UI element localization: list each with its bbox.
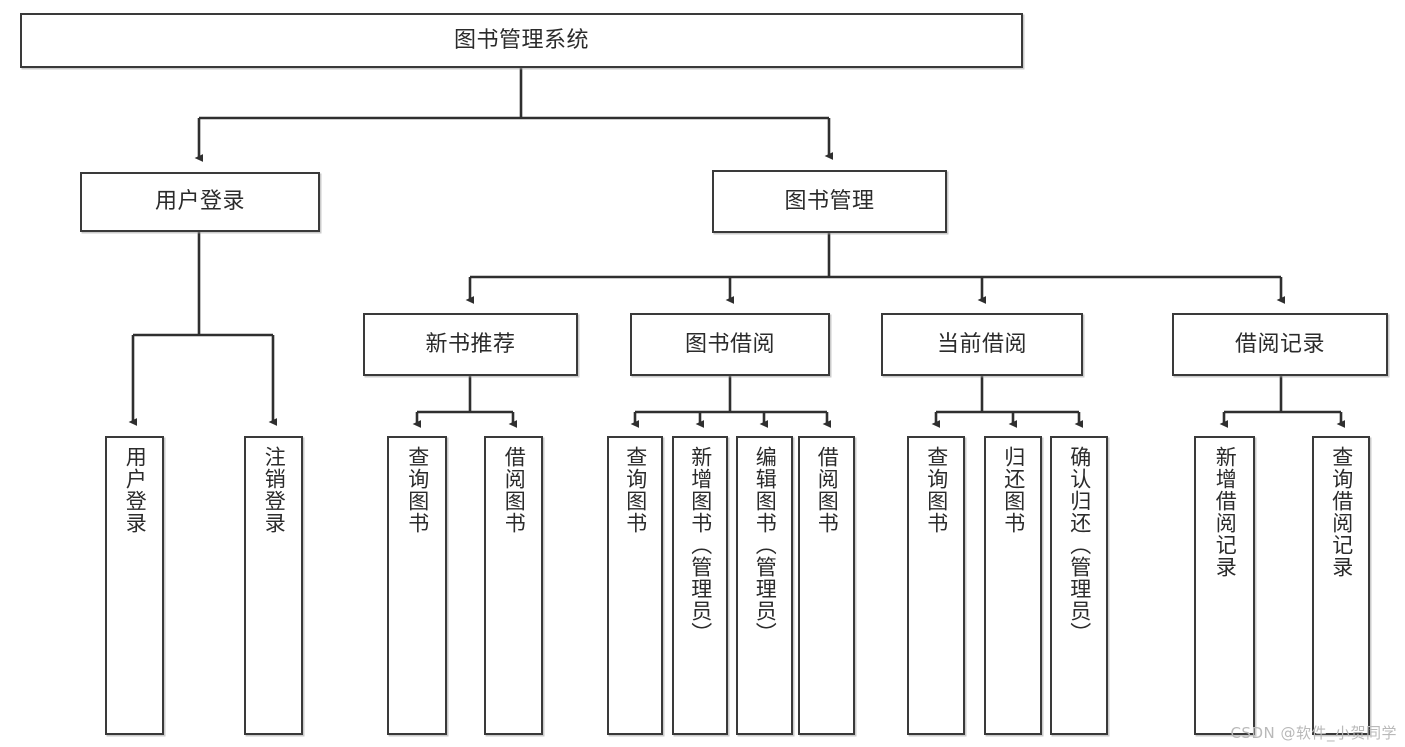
node-label: 查询借阅记录 (1329, 446, 1354, 578)
node-label: 注销登录 (262, 446, 287, 534)
node-new-book-recommend[interactable]: 新书推荐 (363, 313, 578, 376)
node-borrow-record[interactable]: 借阅记录 (1172, 313, 1388, 376)
node-label: 用户登录 (154, 189, 245, 215)
node-label: 确认归还（管理员） (1067, 446, 1092, 644)
node-leaf-query-borrow-record[interactable]: 查询借阅记录 (1312, 436, 1370, 735)
node-label: 新增图书（管理员） (688, 446, 713, 644)
node-leaf-edit-book[interactable]: 编辑图书（管理员） (736, 436, 793, 735)
node-label: 图书管理系统 (453, 27, 589, 53)
node-label: 借阅图书 (502, 446, 527, 534)
node-leaf-borrow-book-recommend[interactable]: 借阅图书 (484, 436, 543, 735)
node-label: 图书借阅 (684, 331, 775, 357)
node-label: 查询图书 (405, 446, 430, 534)
node-book-borrow[interactable]: 图书借阅 (630, 313, 830, 376)
node-leaf-add-book[interactable]: 新增图书（管理员） (672, 436, 728, 735)
node-leaf-query-book-borrow[interactable]: 查询图书 (607, 436, 663, 735)
node-leaf-query-book-recommend[interactable]: 查询图书 (387, 436, 447, 735)
node-label: 当前借阅 (936, 331, 1027, 357)
node-leaf-logout[interactable]: 注销登录 (244, 436, 303, 735)
node-label: 新增借阅记录 (1213, 446, 1238, 578)
node-label: 借阅记录 (1234, 331, 1325, 357)
node-leaf-add-borrow-record[interactable]: 新增借阅记录 (1194, 436, 1255, 735)
node-label: 借阅图书 (815, 446, 840, 534)
node-leaf-user-login[interactable]: 用户登录 (105, 436, 164, 735)
node-leaf-return-book[interactable]: 归还图书 (984, 436, 1042, 735)
node-user-login[interactable]: 用户登录 (80, 172, 320, 232)
node-label: 查询图书 (623, 446, 648, 534)
node-label: 图书管理 (784, 188, 875, 214)
watermark-text: CSDN @软件_小贺同学 (1230, 724, 1397, 742)
node-label: 用户登录 (123, 446, 148, 534)
node-book-manage[interactable]: 图书管理 (712, 170, 947, 233)
node-label: 新书推荐 (425, 331, 516, 357)
node-current-borrow[interactable]: 当前借阅 (881, 313, 1083, 376)
node-label: 归还图书 (1001, 446, 1026, 534)
node-leaf-confirm-return[interactable]: 确认归还（管理员） (1050, 436, 1108, 735)
node-label: 查询图书 (924, 446, 949, 534)
node-leaf-query-book-current[interactable]: 查询图书 (907, 436, 965, 735)
node-leaf-borrow-book[interactable]: 借阅图书 (798, 436, 855, 735)
node-root-system[interactable]: 图书管理系统 (20, 13, 1023, 68)
node-label: 编辑图书（管理员） (753, 446, 778, 644)
